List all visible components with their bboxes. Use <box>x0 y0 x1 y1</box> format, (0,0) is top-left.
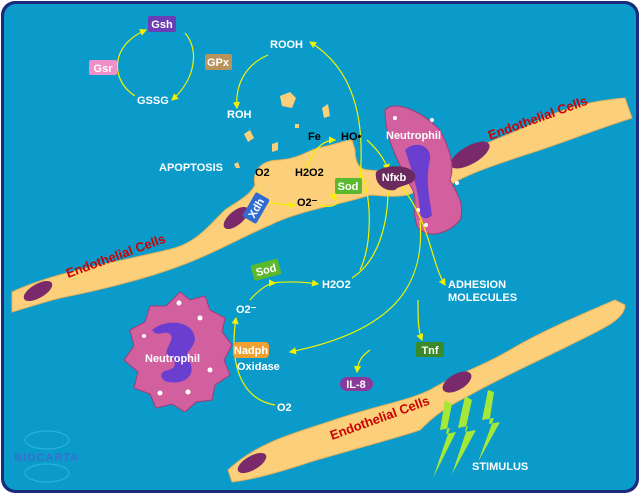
superoxide-bottom-label: O2⁻ <box>236 304 257 316</box>
nfkb-label: Nfκb <box>382 172 407 184</box>
nucleus <box>223 206 249 230</box>
o2-top-label: O2 <box>255 167 270 179</box>
nucleus <box>152 322 195 383</box>
o2-bottom-label: O2 <box>277 402 292 414</box>
nucleus <box>405 144 432 219</box>
gsh-box: Gsh <box>148 16 176 32</box>
il8-box: IL-8 <box>340 377 373 391</box>
endothelial-cell-bottom <box>227 299 626 483</box>
nucleus <box>450 141 490 169</box>
logo-text: BIOCARTA <box>14 452 79 464</box>
sod-top-box: Sod <box>335 178 362 194</box>
tnf-box: Tnf <box>416 342 444 357</box>
h2o2-top-label: H2O2 <box>295 167 324 179</box>
stimulus-lightning-icon <box>433 390 500 478</box>
tnf-label: Tnf <box>421 345 438 357</box>
nadph-box: Nadph <box>233 342 269 358</box>
ho-radical-label: HO• <box>341 131 362 143</box>
neutrophil-bottom-label: Neutrophil <box>145 353 200 365</box>
superoxide-top-label: O2⁻ <box>297 197 318 209</box>
nucleus <box>237 452 267 474</box>
rooh-label: ROOH <box>270 39 303 51</box>
gsr-box: Gsr <box>89 60 117 75</box>
oxidase-label: Oxidase <box>237 361 280 373</box>
pathway-arrows <box>116 28 446 406</box>
background <box>4 4 636 490</box>
molecules-label: MOLECULES <box>448 292 517 304</box>
adhesion-label: ADHESION <box>448 279 506 291</box>
endothelial-cell-top-right <box>439 97 633 186</box>
granules <box>142 116 459 396</box>
nucleus <box>442 371 472 393</box>
roh-label: ROH <box>227 109 252 121</box>
gpx-label: GPx <box>207 57 230 69</box>
fe-label: Fe <box>308 131 321 143</box>
stimulus-label: STIMULUS <box>472 461 528 473</box>
gpx-box: GPx <box>205 54 232 70</box>
gssg-label: GSSG <box>137 95 169 107</box>
biocarta-logo: BIOCARTA <box>14 430 79 483</box>
h2o2-bottom-label: H2O2 <box>322 279 351 291</box>
nadph-label: Nadph <box>234 345 269 357</box>
il8-label: IL-8 <box>346 379 366 391</box>
nucleus <box>23 280 53 302</box>
sod-bottom-label: Sod <box>255 262 278 279</box>
apoptotic-debris <box>234 92 330 168</box>
gsh-label: Gsh <box>151 19 173 31</box>
sod-top-label: Sod <box>338 181 359 193</box>
nfkb-box: Nfκb <box>375 166 416 191</box>
apoptosis-label: APOPTOSIS <box>159 162 223 174</box>
gsr-label: Gsr <box>94 63 114 75</box>
neutrophil-top-label: Neutrophil <box>386 130 441 142</box>
sod-bottom-box: Sod <box>250 258 282 281</box>
